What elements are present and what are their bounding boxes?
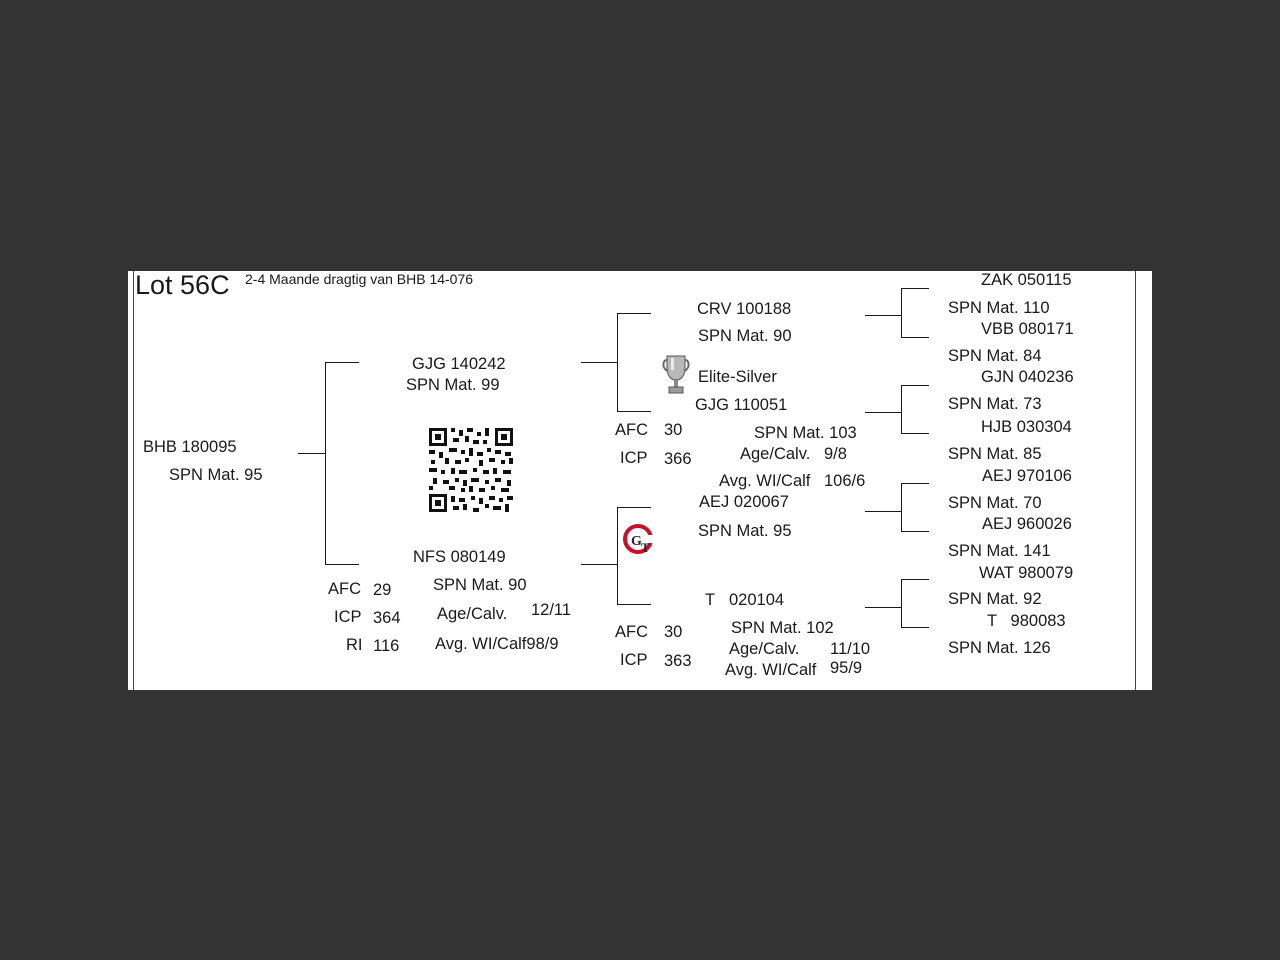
- svg-text:G: G: [631, 534, 642, 549]
- dam-dam-age-calv-label: Age/Calv.: [729, 640, 800, 658]
- bracket-line: [865, 315, 901, 316]
- bracket-line: [901, 483, 929, 484]
- bracket-line: [865, 607, 901, 608]
- dam-ri-label: RI: [346, 636, 363, 654]
- bracket-line: [901, 337, 929, 338]
- bracket-line: [901, 531, 929, 532]
- dam-dam-id: 020104: [729, 591, 785, 609]
- bracket-line: [298, 453, 325, 454]
- dam-sire-mat: SPN Mat. 95: [698, 522, 792, 540]
- dam-dam-afc-value: 30: [664, 623, 683, 641]
- bracket-line: [617, 411, 651, 412]
- ggp-id: GJN 040236: [981, 368, 1074, 386]
- bracket-line: [901, 385, 902, 434]
- dam-dam-avg-label: Avg. WI/Calf: [725, 661, 817, 679]
- dam-sire-id: AEJ 020067: [699, 493, 789, 511]
- bracket-line: [865, 412, 901, 413]
- animal-id: BHB 180095: [143, 438, 237, 456]
- card-left-edge: [133, 271, 134, 690]
- ggp-mat: SPN Mat. 110: [948, 299, 1050, 317]
- dam-icp-label: ICP: [334, 608, 362, 626]
- ggp-id: AEJ 970106: [982, 467, 1072, 485]
- bracket-line: [901, 288, 902, 338]
- animal-mat: SPN Mat. 95: [169, 466, 263, 484]
- bracket-line: [617, 507, 618, 605]
- sire-dam-afc-label: AFC: [615, 421, 648, 439]
- ggp-mat: SPN Mat. 85: [948, 445, 1042, 463]
- card-right-edge: [1135, 271, 1136, 690]
- bracket-line: [617, 507, 651, 508]
- sire-dam-avg-label: Avg. WI/Calf: [719, 472, 811, 490]
- bracket-line: [901, 627, 929, 628]
- dam-age-calv-value: 12/11: [531, 601, 572, 619]
- ggp-id: ZAK 050115: [981, 271, 1072, 289]
- ggp-mat: SPN Mat. 70: [948, 494, 1042, 512]
- dam-dam-avg-value: 95/9: [830, 659, 863, 677]
- ggp-mat: SPN Mat. 126: [948, 639, 1051, 657]
- dam-icp-value: 364: [373, 609, 401, 627]
- ggp-mat: SPN Mat. 141: [948, 542, 1051, 560]
- bracket-line: [617, 313, 651, 314]
- sire-dam-icp-label: ICP: [620, 449, 648, 467]
- bracket-line: [325, 564, 359, 565]
- sire-dam-afc-value: 30: [664, 421, 683, 439]
- dam-dam-mat: SPN Mat. 102: [731, 619, 834, 637]
- dam-dam-afc-label: AFC: [615, 623, 648, 641]
- ggp-id: T 980083: [987, 612, 1066, 630]
- ggp-mat: SPN Mat. 73: [948, 395, 1042, 413]
- pedigree-card: Lot 56C 2-4 Maande dragtig van BHB 14-07…: [128, 271, 1152, 690]
- sire-dam-mat: SPN Mat. 103: [754, 424, 857, 442]
- lot-title: Lot 56C: [135, 271, 230, 300]
- bracket-line: [581, 564, 617, 565]
- lot-subtitle: 2-4 Maande dragtig van BHB 14-076: [245, 271, 474, 287]
- ggp-id: VBB 080171: [981, 320, 1074, 338]
- ggp-id: HJB 030304: [981, 418, 1072, 436]
- bracket-line: [581, 362, 617, 363]
- dam-dam-icp-label: ICP: [620, 651, 648, 669]
- dam-mat: SPN Mat. 90: [433, 576, 527, 594]
- bracket-line: [901, 385, 929, 386]
- dam-afc-label: AFC: [328, 580, 361, 598]
- bracket-line: [901, 433, 929, 434]
- sire-dam-age-calv-value: 9/8: [824, 445, 847, 463]
- bracket-line: [901, 579, 902, 628]
- sire-dam-id: GJG 110051: [695, 396, 788, 414]
- dam-dam-icp-value: 363: [664, 652, 692, 670]
- sire-sire-id: CRV 100188: [697, 300, 792, 318]
- dam-ri-value: 116: [373, 637, 400, 655]
- bracket-line: [865, 511, 901, 512]
- dam-dam-age-calv-value: 11/10: [830, 640, 871, 658]
- bracket-line: [325, 362, 359, 363]
- bracket-line: [901, 483, 902, 532]
- ggp-mat: SPN Mat. 84: [948, 347, 1042, 365]
- dam-afc-value: 29: [373, 581, 392, 599]
- ggp-id: WAT 980079: [979, 564, 1074, 582]
- dam-id: NFS 080149: [413, 548, 506, 566]
- bracket-line: [901, 288, 929, 289]
- sire-dam-age-calv-label: Age/Calv.: [740, 445, 811, 463]
- bracket-line: [325, 362, 326, 565]
- sire-id: GJG 140242: [412, 355, 506, 373]
- sire-mat: SPN Mat. 99: [406, 376, 500, 394]
- trophy-icon: [662, 355, 690, 394]
- dam-dam-prefix: T: [705, 591, 716, 609]
- qr-code-icon: [427, 426, 515, 514]
- bracket-line: [617, 604, 651, 605]
- dam-avg-label: Avg. WI/Calf98/9: [435, 635, 559, 653]
- ggp-mat: SPN Mat. 92: [948, 590, 1042, 608]
- svg-text:T: T: [641, 540, 650, 555]
- sire-dam-avg-value: 106/6: [824, 472, 866, 490]
- dam-age-calv-label: Age/Calv.: [437, 605, 508, 623]
- sire-dam-icp-value: 366: [664, 450, 692, 468]
- gt-logo-icon: G T: [623, 524, 654, 555]
- sire-sire-mat: SPN Mat. 90: [698, 327, 792, 345]
- bracket-line: [617, 313, 618, 412]
- bracket-line: [901, 579, 929, 580]
- ggp-id: AEJ 960026: [982, 515, 1072, 533]
- sire-sire-award: Elite-Silver: [698, 368, 777, 386]
